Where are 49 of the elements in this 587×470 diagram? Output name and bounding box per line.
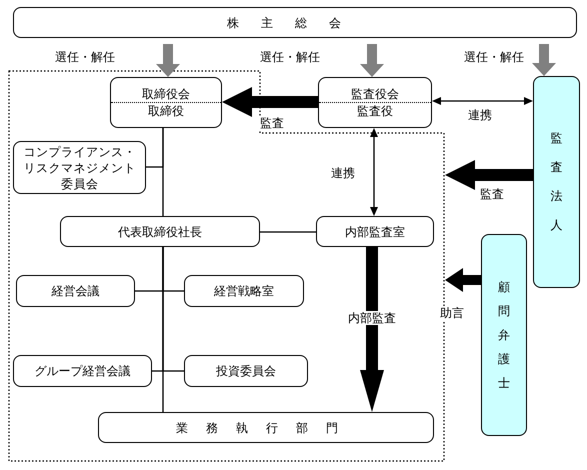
box-label: 取締役 — [111, 102, 221, 119]
edge-label: 内部監査 — [346, 311, 398, 325]
box-label: 監査法人 — [550, 130, 563, 234]
box-label: 監査役会 — [351, 86, 399, 102]
committee-box — [13, 141, 146, 194]
audit-office-box — [316, 216, 434, 247]
president-box — [60, 216, 260, 247]
box-label: 顧問弁護士 — [498, 279, 510, 392]
edge-label: 選任・解任 — [258, 50, 322, 64]
box-label: 内部監査室 — [345, 224, 405, 240]
box-label: 取締役会 — [142, 86, 190, 102]
block-arrow — [445, 268, 481, 292]
box-label: 経営会議 — [52, 283, 100, 299]
audit-firm-box — [533, 76, 580, 288]
edge-label: 監査 — [478, 187, 506, 201]
box-label: 株主総会 — [227, 14, 363, 30]
connector-line — [260, 231, 316, 233]
box-label: 投資委員会 — [216, 363, 276, 379]
block-arrow — [360, 44, 384, 77]
edge-label: 連携 — [466, 108, 494, 122]
block-arrow — [445, 160, 533, 190]
board-box — [110, 77, 222, 128]
edge-label: 助言 — [438, 306, 466, 320]
block-arrow — [360, 247, 384, 412]
meeting-box — [13, 7, 577, 38]
box-label: グループ経営会議 — [34, 363, 130, 379]
block-arrow — [222, 87, 318, 117]
connector-line — [162, 247, 164, 412]
box-label: 経営戦略室 — [214, 283, 274, 299]
lawyer-box — [481, 234, 527, 436]
box-label: コンプライアンス・リスクマネジメント委員会 — [22, 144, 136, 192]
council-box — [16, 275, 135, 307]
council-box — [13, 355, 152, 387]
box-label: 監査役 — [319, 102, 431, 119]
edge-label: 連携 — [329, 166, 357, 180]
block-arrow — [532, 44, 556, 76]
block-arrow — [156, 44, 180, 77]
office-box — [184, 275, 304, 307]
edge-label: 選任・解任 — [462, 50, 526, 64]
auditor-box — [318, 77, 432, 128]
connector-line — [162, 128, 164, 216]
box-label: 代表取締役社長 — [118, 224, 202, 240]
arrow — [432, 97, 533, 105]
edge-label: 選任・解任 — [53, 50, 117, 64]
arrow — [370, 128, 378, 216]
committee-box — [184, 355, 308, 387]
box-label: 業務執行部門 — [176, 420, 356, 436]
edge-label: 監査 — [258, 116, 286, 130]
division-box — [98, 412, 434, 443]
